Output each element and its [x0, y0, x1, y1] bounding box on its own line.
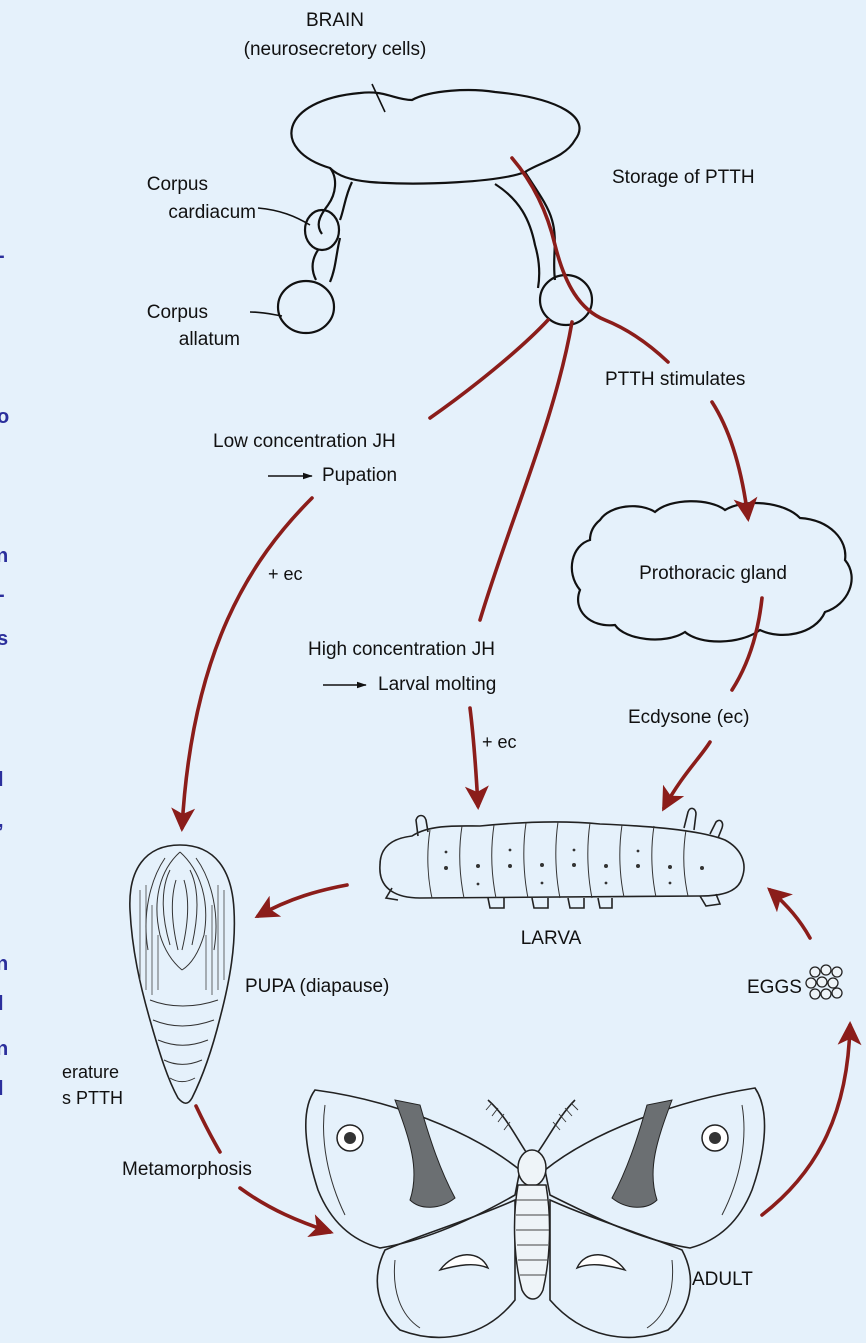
storage-label: Storage of PTTH [612, 167, 755, 188]
edge-glyph: n [0, 1038, 8, 1060]
larva-label: LARVA [521, 928, 582, 949]
eggs-icon [806, 965, 842, 999]
eggs-illustration: EGGS [747, 965, 842, 999]
edge-glyph: - [0, 245, 5, 267]
corpus-allatum-label-line2: allatum [179, 329, 240, 350]
edge-glyph: , [0, 810, 4, 832]
edge-glyph: n [0, 953, 8, 975]
edge-glyph: - [0, 584, 5, 606]
corpus-cardiacum-label-line1: Corpus [147, 174, 208, 195]
corpus-cardiacum-label-line2: cardiacum [168, 202, 256, 223]
brain-label: BRAIN [306, 10, 364, 31]
pupa-illustration: PUPA (diapause) [130, 845, 390, 1103]
adult-moth-illustration: ADULT [306, 1088, 765, 1337]
adult-label: ADULT [692, 1269, 753, 1290]
prothoracic-gland-label: Prothoracic gland [639, 563, 787, 584]
edge-glyph: n [0, 545, 8, 567]
plus-ec-mid-label: + ec [482, 732, 517, 752]
cut-temperature-label: erature [62, 1062, 119, 1082]
larval-molting-label: Larval molting [378, 674, 496, 695]
edge-glyph: l [0, 1078, 4, 1100]
low-jh-label: Low concentration JH [213, 431, 396, 452]
high-jh-label: High concentration JH [308, 639, 495, 660]
ecdysone-label: Ecdysone (ec) [628, 707, 749, 728]
left-edge-text: - o n - s l , n l n l [0, 245, 9, 1100]
corpus-allatum-label-line1: Corpus [147, 302, 208, 323]
pupa-label: PUPA (diapause) [245, 976, 389, 997]
leader-lines [250, 84, 385, 316]
brain-sublabel: (neurosecretory cells) [244, 39, 427, 60]
edge-glyph: l [0, 769, 4, 791]
cut-ptth-label: s PTTH [62, 1088, 123, 1108]
edge-glyph: s [0, 628, 8, 650]
pupation-label: Pupation [322, 465, 397, 486]
edge-glyph: o [0, 406, 9, 428]
larva-illustration: LARVA [380, 808, 744, 949]
prothoracic-gland: Prothoracic gland [572, 501, 852, 641]
plus-ec-left-label: + ec [268, 564, 303, 584]
eggs-label: EGGS [747, 977, 802, 998]
edge-glyph: l [0, 993, 4, 1015]
metamorphosis-label: Metamorphosis [122, 1159, 252, 1180]
ptth-stimulates-label: PTTH stimulates [605, 369, 745, 390]
